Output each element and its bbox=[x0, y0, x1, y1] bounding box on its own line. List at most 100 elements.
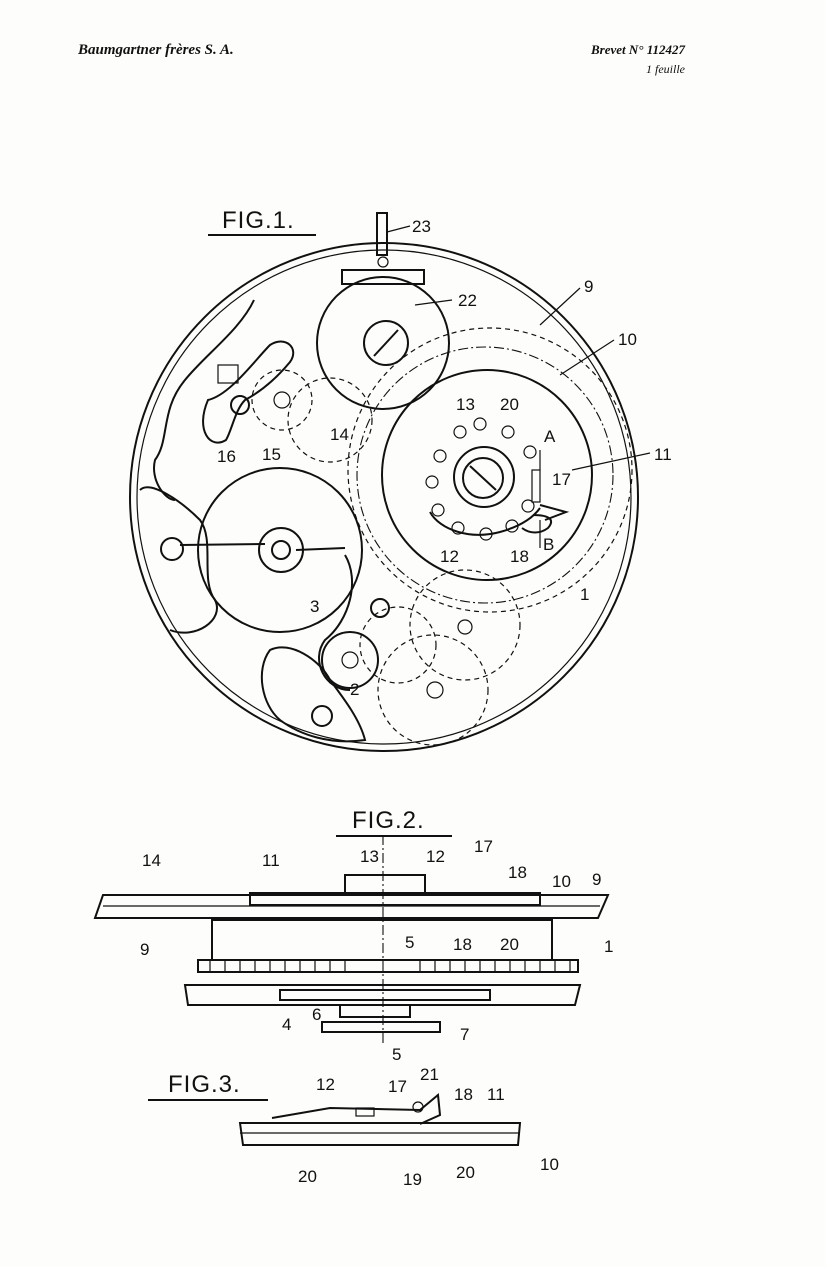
fig3-spring-17 bbox=[355, 1107, 375, 1117]
lever-16 bbox=[202, 340, 295, 444]
leader-11 bbox=[571, 452, 651, 471]
fig2-label-17: 17 bbox=[474, 837, 493, 856]
fig2-label-9-right: 9 bbox=[592, 870, 601, 889]
leader-23 bbox=[386, 225, 411, 233]
wheel-22 bbox=[316, 276, 450, 410]
fig1-inner-rim bbox=[136, 249, 632, 745]
stem-screw bbox=[377, 256, 389, 268]
wheel-22-screw-slot bbox=[373, 329, 399, 357]
third-wheel bbox=[409, 569, 521, 681]
fig2-label-10: 10 bbox=[552, 872, 571, 891]
fig2-hub-13 bbox=[344, 874, 426, 896]
stem-bridge bbox=[341, 269, 425, 285]
center-arbor-screw bbox=[462, 457, 504, 499]
fig3-title: FIG.3. bbox=[168, 1071, 241, 1098]
fig1-label-B: B bbox=[543, 535, 554, 554]
click-12 bbox=[429, 507, 541, 536]
fig3-plate bbox=[238, 1122, 522, 1146]
fig2-label-14: 14 bbox=[142, 851, 161, 870]
fig2-label-20: 20 bbox=[500, 935, 519, 954]
center-arbor-outer bbox=[453, 446, 515, 508]
fig2-label-18: 18 bbox=[508, 863, 527, 882]
fig2-label-5-bottom: 5 bbox=[392, 1045, 401, 1064]
fig1-label-20: 20 bbox=[500, 395, 519, 414]
fig1-outer-rim bbox=[129, 242, 639, 752]
fig1-title: FIG.1. bbox=[222, 207, 295, 234]
fig2-title: FIG.2. bbox=[352, 807, 425, 834]
balance-cock bbox=[139, 486, 218, 634]
fig2-gear-teeth bbox=[209, 960, 571, 972]
wheel-14 bbox=[287, 377, 373, 463]
fig2-pinion-6 bbox=[339, 1004, 411, 1018]
ring-1 bbox=[381, 369, 593, 581]
applicant-name: Baumgartner frères S. A. bbox=[78, 42, 234, 58]
balance-cock-screw bbox=[160, 537, 184, 561]
fig3-label-11: 11 bbox=[487, 1085, 505, 1104]
fig3-label-20-left: 20 bbox=[298, 1167, 317, 1186]
pin-17 bbox=[531, 469, 541, 503]
wheel-15-pivot bbox=[273, 391, 291, 409]
fig1-label-9: 9 bbox=[584, 277, 593, 296]
fig2-label-18-lower: 18 bbox=[453, 935, 472, 954]
fig2-wheel-11 bbox=[249, 892, 541, 906]
lever-16-jewel bbox=[217, 364, 239, 384]
patent-number: Brevet N° 112427 bbox=[590, 42, 685, 57]
fig1-label-18: 18 bbox=[510, 547, 529, 566]
fig2-label-9-left: 9 bbox=[140, 940, 149, 959]
spring-18 bbox=[521, 514, 552, 534]
leader-10 bbox=[559, 339, 615, 376]
fig1-label-14: 14 bbox=[330, 425, 349, 444]
fourth-wheel bbox=[377, 634, 489, 746]
fig3-label-21: 21 bbox=[420, 1065, 439, 1084]
fig3-pin-21 bbox=[412, 1101, 424, 1113]
fig1-label-11: 11 bbox=[654, 445, 672, 464]
figure-1: FIG.1. bbox=[129, 207, 672, 752]
fig2-label-4: 4 bbox=[282, 1015, 291, 1034]
fig2-wheel-4 bbox=[279, 989, 491, 1001]
leader-22 bbox=[414, 299, 453, 306]
fig1-label-2: 2 bbox=[350, 680, 359, 699]
crown-stem bbox=[376, 212, 388, 256]
balance-pivot bbox=[271, 540, 291, 560]
escape-lever-3 bbox=[318, 554, 353, 691]
escape-wheel bbox=[359, 606, 437, 684]
fig2-label-6: 6 bbox=[312, 1005, 321, 1024]
wheel-10-outline bbox=[347, 327, 633, 613]
fig3-label-12: 12 bbox=[316, 1075, 335, 1094]
fig1-label-23: 23 bbox=[412, 217, 431, 236]
fig2-label-1: 1 bbox=[604, 937, 613, 956]
fig1-label-15: 15 bbox=[262, 445, 281, 464]
fig3-label-18: 18 bbox=[454, 1085, 473, 1104]
balance-cock-arm bbox=[179, 543, 346, 551]
fig1-label-1: 1 bbox=[580, 585, 589, 604]
fig3-label-19: 19 bbox=[403, 1170, 422, 1189]
leader-9 bbox=[539, 287, 581, 326]
fig1-label-16: 16 bbox=[217, 447, 236, 466]
wheel-15 bbox=[251, 369, 313, 431]
fig2-lower-plate bbox=[183, 984, 582, 1006]
fig2-part-7 bbox=[321, 1021, 441, 1033]
fig1-label-10: 10 bbox=[618, 330, 637, 349]
pallet-screw bbox=[370, 598, 390, 618]
fig3-label-10: 10 bbox=[540, 1155, 559, 1174]
fig2-label-7: 7 bbox=[460, 1025, 469, 1044]
fig3-click-12 bbox=[271, 1093, 442, 1125]
balance-wheel bbox=[197, 467, 363, 633]
fig2-label-13: 13 bbox=[360, 847, 379, 866]
escape-wheel-2 bbox=[321, 631, 379, 689]
fig2-plate-top bbox=[93, 894, 610, 919]
fig3-label-20-right: 20 bbox=[456, 1163, 475, 1182]
figure-2: FIG.2. 14 11 13 12 17 bbox=[93, 807, 613, 1064]
fig2-label-5-top: 5 bbox=[405, 933, 414, 952]
wheel-22-screw bbox=[363, 320, 409, 366]
fig1-label-13: 13 bbox=[456, 395, 475, 414]
fig2-label-11: 11 bbox=[262, 851, 280, 870]
pawl-tip bbox=[539, 504, 570, 521]
sheet-count: 1 feuille bbox=[646, 62, 685, 76]
fig1-label-12: 12 bbox=[440, 547, 459, 566]
fig2-label-12: 12 bbox=[426, 847, 445, 866]
escape-wheel-2-pivot bbox=[341, 651, 359, 669]
figure-3: FIG.3. 12 17 21 18 11 20 19 20 10 bbox=[148, 1065, 559, 1189]
third-wheel-pivot bbox=[457, 619, 473, 635]
